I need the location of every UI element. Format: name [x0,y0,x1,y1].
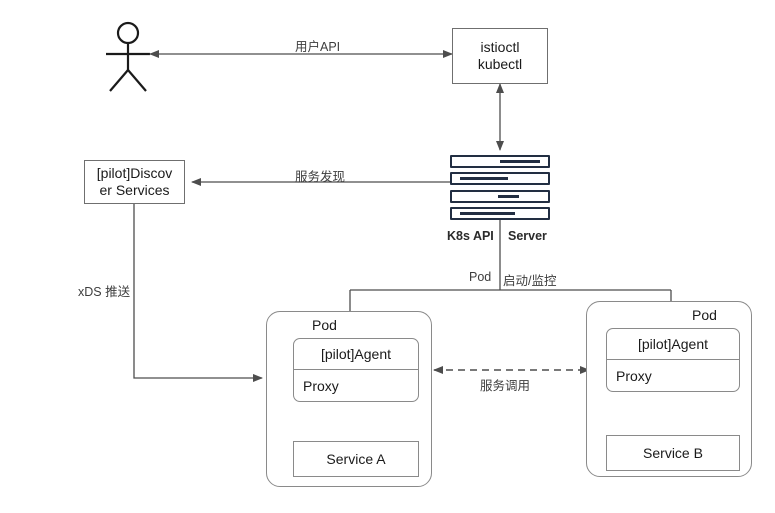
pod-b-caption: Pod [692,307,717,323]
pilot-discovery-node: [pilot]Discov er Services [84,160,185,204]
pod-b-proxy: Proxy [616,367,652,384]
edge-label-pod-lifecycle-right: 启动/监控 [503,274,557,288]
server-bar [450,155,550,168]
pilot-label-line2: er Services [99,182,170,198]
server-bar [450,189,550,203]
edge-label-pod-lifecycle-left: Pod [469,270,492,284]
pilot-label-line1: [pilot]Discov [96,164,173,181]
pod-a-sidecar: [pilot]Agent Proxy [293,338,419,402]
edge-label-user-api: 用户API [295,40,341,54]
pod-a-agent: [pilot]Agent [294,339,418,370]
cli-label-kubectl: kubectl [477,56,523,72]
pod-a: Pod [pilot]Agent Proxy Service A [266,311,432,487]
pod-a-proxy: Proxy [303,377,339,394]
pod-b: Pod [pilot]Agent Proxy Service B [586,301,752,477]
user-actor-icon [106,21,150,92]
server-bar [450,206,550,220]
pod-b-sidecar: [pilot]Agent Proxy [606,328,740,392]
k8s-api-server-icon [450,155,550,220]
edge-label-xds-push: xDS 推送 [78,285,131,299]
server-bar [450,172,550,186]
pod-b-agent: [pilot]Agent [607,329,739,360]
pod-a-service: Service A [293,441,419,477]
edge-xds-push [133,203,263,382]
cli-label-istioctl: istioctl [480,38,520,55]
edge-label-service-discovery: 服务发现 [295,170,346,184]
pod-b-service: Service B [606,435,740,471]
k8s-api-caption-right: Server [508,229,547,243]
edge-label-service-call: 服务调用 [480,379,531,393]
pod-a-caption: Pod [312,317,337,333]
cli-node: istioctl kubectl [452,28,548,84]
k8s-api-caption-left: K8s API [447,229,494,243]
